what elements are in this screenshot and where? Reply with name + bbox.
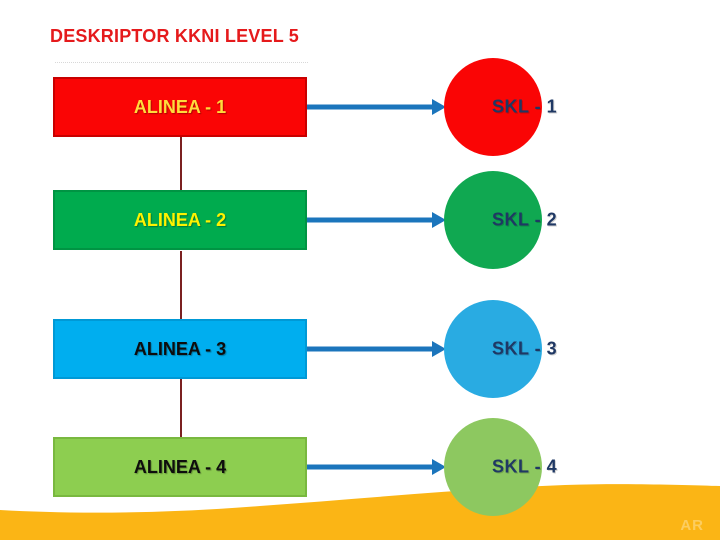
arrow-4-line [307, 464, 434, 470]
alinea-box-1: ALINEA - 1 [53, 77, 307, 137]
arrow-2-head [432, 212, 446, 228]
alinea-box-2: ALINEA - 2 [53, 190, 307, 250]
skl-label-3: SKL - 3 [492, 338, 558, 359]
alinea-box-1-label: ALINEA - 1 [133, 96, 227, 117]
watermark: AR [680, 517, 704, 534]
connector-line-1 [180, 137, 182, 194]
skl-circle-4 [444, 418, 542, 516]
skl-circle-1 [444, 58, 542, 156]
diagram-row-1: ALINEA - 1 SKL - 1 [0, 58, 720, 156]
arrow-1-head [432, 99, 446, 115]
skl-label-4: SKL - 4 [492, 456, 558, 477]
alinea-box-3: ALINEA - 3 [53, 319, 307, 379]
skl-circle-3 [444, 300, 542, 398]
alinea-box-3-label: ALINEA - 3 [133, 338, 227, 359]
arrow-4-head [432, 459, 446, 475]
diagram-row-3: ALINEA - 3 SKL - 3 [0, 300, 720, 398]
skl-label-2: SKL - 2 [492, 209, 558, 230]
slide-title: DESKRIPTOR KKNI LEVEL 5 [50, 26, 299, 46]
alinea-box-2-label: ALINEA - 2 [133, 209, 227, 230]
skl-circle-2 [444, 171, 542, 269]
arrow-2-line [307, 217, 434, 223]
title-underline [55, 62, 308, 63]
bottom-wave [0, 484, 720, 540]
diagram-row-2: ALINEA - 2 SKL - 2 [0, 171, 720, 269]
connector-line-3 [180, 377, 182, 439]
arrow-3-head [432, 341, 446, 357]
arrow-3-line [307, 346, 434, 352]
skl-label-1: SKL - 1 [492, 96, 558, 117]
connector-line-2 [180, 251, 182, 320]
arrow-1-line [307, 104, 434, 110]
alinea-box-4-label: ALINEA - 4 [133, 456, 227, 477]
alinea-box-4: ALINEA - 4 [53, 437, 307, 497]
diagram-row-4: ALINEA - 4 SKL - 4 [0, 418, 720, 516]
